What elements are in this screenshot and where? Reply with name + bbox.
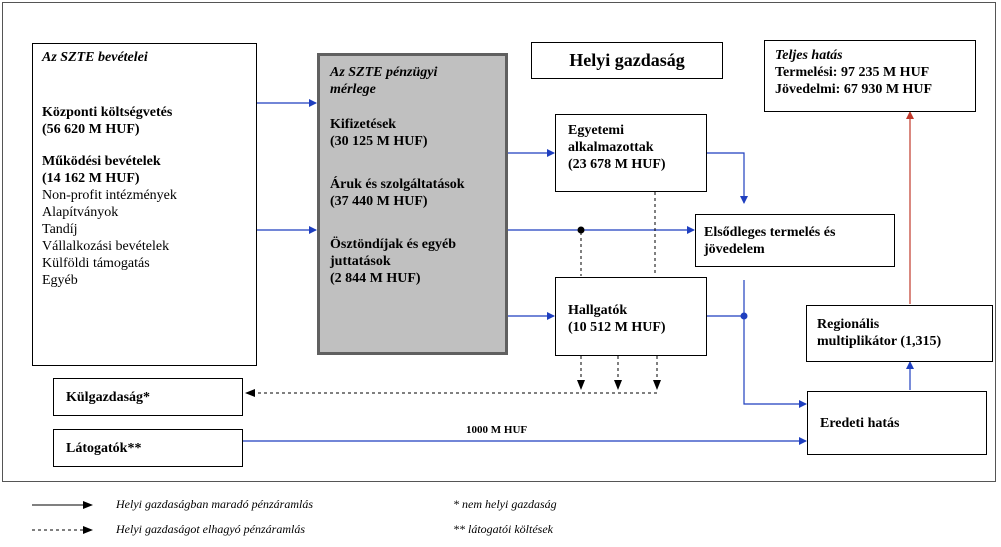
goods-value: (37 440 M HUF) bbox=[330, 194, 428, 209]
revenue-item: Non-profit intézmények bbox=[42, 188, 177, 203]
legend-solid-text: Helyi gazdaságban maradó pénzáramlás bbox=[116, 497, 313, 511]
grants-line1: Ösztöndíjak és egyéb bbox=[330, 237, 456, 252]
revenue-item: Egyéb bbox=[42, 273, 78, 288]
arrow-primary-to-original bbox=[743, 280, 807, 408]
central-budget-label: Központi költségvetés bbox=[42, 105, 173, 120]
balance-title-line2: mérlege bbox=[330, 82, 376, 97]
visitors-label: Látogatók** bbox=[66, 440, 142, 456]
payments-label: Kifizetések bbox=[330, 117, 397, 132]
arrow-employees-to-primary bbox=[707, 152, 748, 204]
employees-line1: Egyetemi bbox=[568, 123, 624, 138]
revenue-item: Tandíj bbox=[42, 222, 78, 237]
foreign-economy-box: Külgazdaság* bbox=[53, 378, 243, 416]
employees-box: Egyetemi alkalmazottak (23 678 M HUF) bbox=[555, 114, 707, 192]
operating-revenue-value: (14 162 M HUF) bbox=[42, 171, 140, 186]
total-effect-income: Jövedelmi: 67 930 M HUF bbox=[775, 82, 933, 97]
operating-revenue-label: Működési bevételek bbox=[42, 154, 161, 169]
central-budget-value: (56 620 M HUF) bbox=[42, 122, 140, 137]
legend-note-foreign: * nem helyi gazdaság bbox=[453, 497, 557, 511]
balance-title-line1: Az SZTE pénzügyi bbox=[330, 65, 438, 80]
balance-box: Az SZTE pénzügyi mérlege Kifizetések (30… bbox=[317, 53, 508, 355]
total-effect-title: Teljes hatás bbox=[775, 48, 843, 63]
total-effect-box: Teljes hatás Termelési: 97 235 M HUF Jöv… bbox=[764, 40, 976, 112]
revenue-title: Az SZTE bevételei bbox=[42, 50, 148, 65]
students-box: Hallgatók (10 512 M HUF) bbox=[555, 277, 707, 356]
foreign-economy-label: Külgazdaság* bbox=[66, 389, 151, 405]
original-effect-box: Eredeti hatás bbox=[807, 391, 987, 455]
visitors-box: Látogatók** bbox=[53, 429, 243, 467]
goods-label: Áruk és szolgáltatások bbox=[330, 177, 465, 192]
primary-line1: Elsődleges termelés és bbox=[704, 225, 836, 240]
junction-dot-students bbox=[740, 312, 748, 320]
visitor-flow-label: 1000 M HUF bbox=[466, 424, 528, 436]
legend-dashed-text: Helyi gazdaságot elhagyó pénzáramlás bbox=[116, 522, 305, 536]
revenue-item: Külföldi támogatás bbox=[42, 256, 150, 271]
employees-value: (23 678 M HUF) bbox=[568, 157, 666, 172]
legend-note-visitors: ** látogatói költések bbox=[453, 522, 553, 536]
students-label: Hallgatók bbox=[568, 303, 628, 318]
multiplier-line2: multiplikátor (1,315) bbox=[817, 334, 942, 349]
multiplier-line1: Regionális bbox=[817, 317, 880, 332]
employees-line2: alkalmazottak bbox=[568, 140, 654, 155]
original-effect-label: Eredeti hatás bbox=[820, 415, 900, 431]
students-value: (10 512 M HUF) bbox=[568, 320, 666, 335]
grants-value: (2 844 M HUF) bbox=[330, 271, 421, 286]
multiplier-box: Regionális multiplikátor (1,315) bbox=[806, 305, 993, 362]
revenue-box: Az SZTE bevételei Központi költségvetés … bbox=[32, 43, 257, 366]
primary-line2: jövedelem bbox=[704, 242, 765, 257]
local-economy-box: Helyi gazdaság bbox=[531, 42, 723, 79]
junction-dot-goods bbox=[577, 226, 585, 234]
revenue-item: Vállalkozási bevételek bbox=[42, 239, 170, 254]
total-effect-production: Termelési: 97 235 M HUF bbox=[775, 65, 930, 80]
local-economy-label: Helyi gazdaság bbox=[569, 50, 685, 70]
grants-line2: juttatások bbox=[330, 254, 391, 269]
revenue-item: Alapítványok bbox=[42, 205, 119, 220]
payments-value: (30 125 M HUF) bbox=[330, 134, 428, 149]
primary-box: Elsődleges termelés és jövedelem bbox=[695, 214, 895, 267]
diagram-frame bbox=[2, 2, 996, 482]
